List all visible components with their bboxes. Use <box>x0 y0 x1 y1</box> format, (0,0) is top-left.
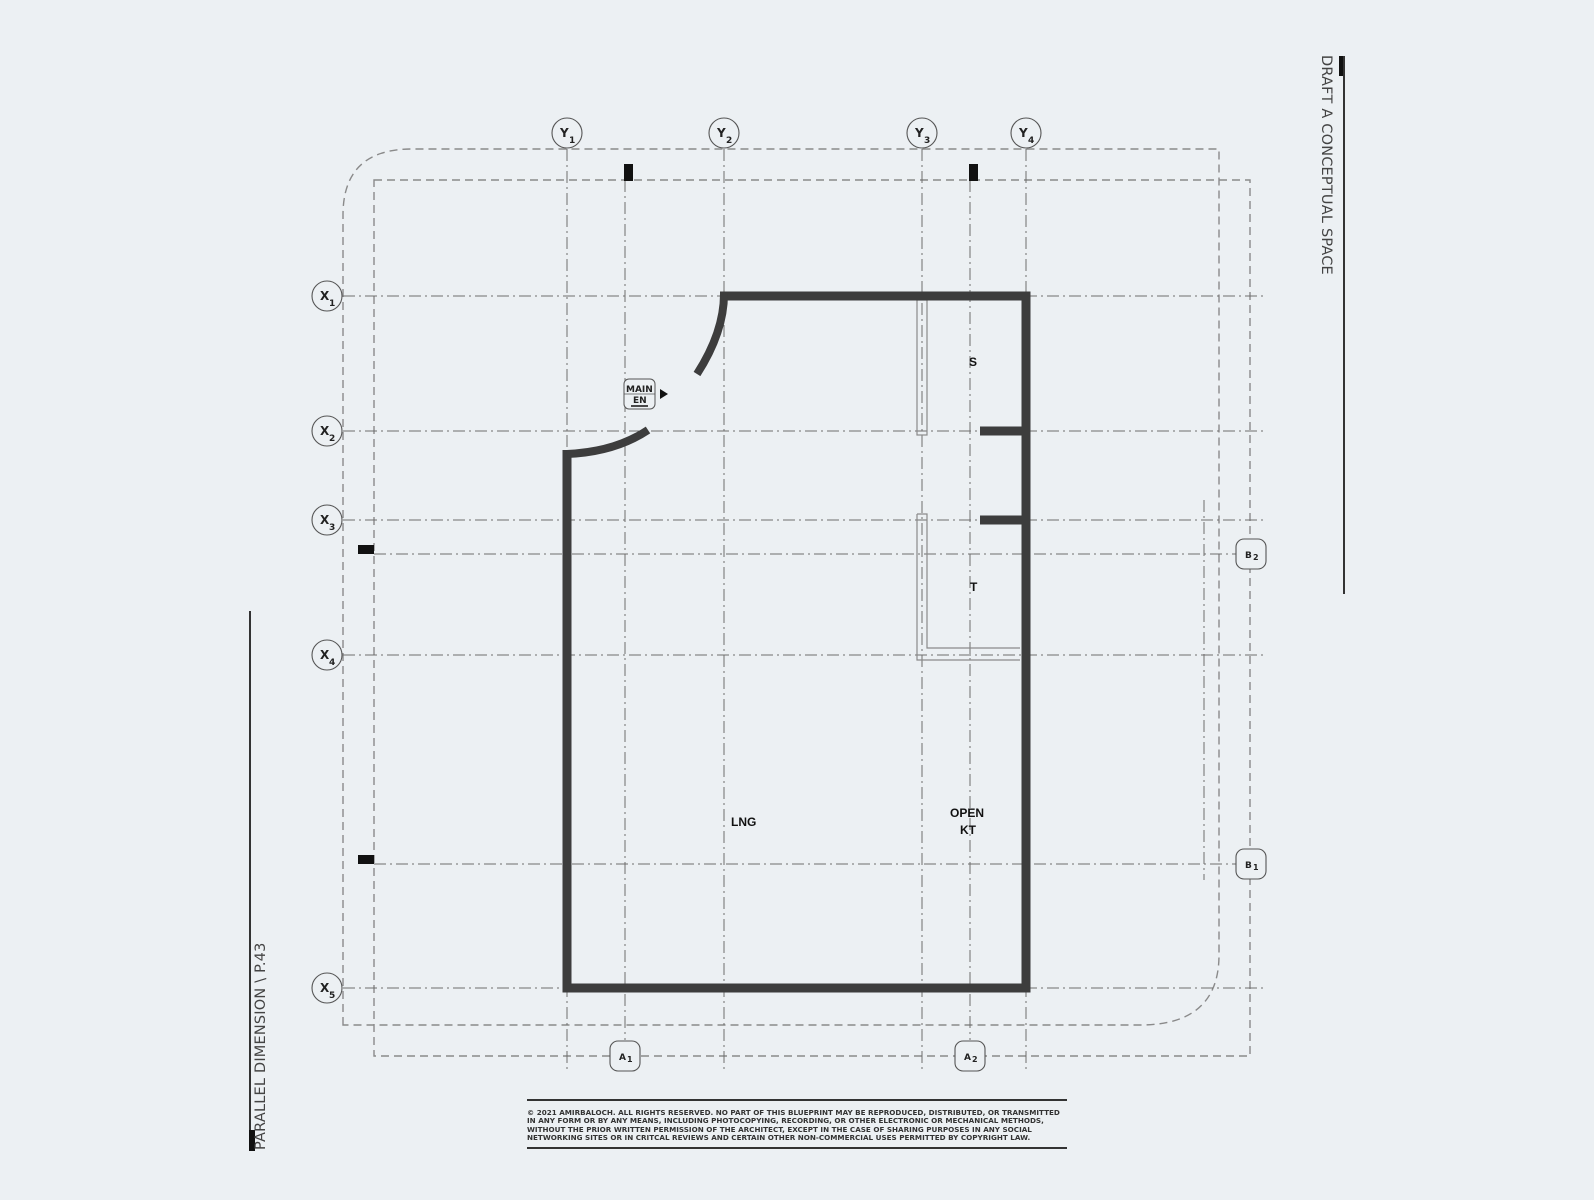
grid-bubble-x4: X 4 <box>311 639 343 671</box>
room-labels: S T LNG OPEN KT <box>731 355 984 837</box>
right-title-marker <box>1339 56 1345 76</box>
svg-text:5: 5 <box>329 991 335 1001</box>
section-marker-a2: A 2 <box>954 1040 986 1072</box>
entrance-arrow-icon <box>660 389 668 399</box>
grid-bubble-x1: X 1 <box>311 280 343 312</box>
svg-text:Y: Y <box>559 126 569 140</box>
x-axis-bubbles: X 1 X 2 X 3 X 4 X 5 <box>311 280 343 1004</box>
svg-text:Y: Y <box>914 126 924 140</box>
section-marker-a1: A 1 <box>609 1040 641 1072</box>
svg-text:1: 1 <box>627 1055 633 1064</box>
section-marker-b1: B 1 <box>1235 848 1267 880</box>
left-vertical-title: PARALLEL DIMENSION \ P.43 <box>253 942 269 1151</box>
copyright-block: © 2021 AMIRBALOCH. ALL RIGHTS RESERVED. … <box>527 1099 1067 1150</box>
grid-bubble-y2: Y 2 <box>708 117 740 149</box>
thin-partitions <box>916 299 1020 661</box>
room-label-lng: LNG <box>731 815 756 829</box>
section-markers-b: B 2 B 1 <box>1235 538 1267 880</box>
svg-text:2: 2 <box>726 136 732 146</box>
svg-text:X: X <box>320 513 330 527</box>
svg-text:3: 3 <box>924 136 930 146</box>
svg-text:Y: Y <box>716 126 726 140</box>
grid-markers <box>358 164 978 864</box>
svg-text:X: X <box>320 648 330 662</box>
left-title-rule <box>249 611 251 1151</box>
grid-bubble-y4: Y 4 <box>1010 117 1042 149</box>
svg-text:2: 2 <box>972 1055 978 1064</box>
entrance-door-arcs <box>566 293 728 458</box>
room-label-s: S <box>969 355 977 369</box>
svg-text:4: 4 <box>1028 136 1034 146</box>
grid-bubble-y3: Y 3 <box>906 117 938 149</box>
main-entrance-tag: MAIN EN <box>623 378 668 410</box>
y-axis-bubbles: Y 1 Y 2 Y 3 Y 4 <box>551 117 1042 149</box>
inner-boundary-rect <box>373 179 1251 1057</box>
section-marker-b2: B 2 <box>1235 538 1267 570</box>
svg-text:B: B <box>1245 861 1252 871</box>
svg-text:B: B <box>1245 551 1252 561</box>
left-title-marker <box>249 1130 255 1151</box>
svg-text:X: X <box>320 424 330 438</box>
room-label-kt: KT <box>960 823 977 837</box>
svg-text:MAIN: MAIN <box>626 385 653 395</box>
grid-bubble-y1: Y 1 <box>551 117 583 149</box>
copyright-bottom-rule <box>527 1147 1067 1150</box>
copyright-text: © 2021 AMIRBALOCH. ALL RIGHTS RESERVED. … <box>527 1108 1060 1142</box>
room-label-t: T <box>970 580 978 594</box>
grid-bubble-x2: X 2 <box>311 415 343 447</box>
grid-bubble-x3: X 3 <box>311 504 343 536</box>
svg-text:A: A <box>964 1053 971 1063</box>
copyright-top-rule <box>527 1099 1067 1101</box>
grid-bubble-x5: X 5 <box>311 972 343 1004</box>
svg-text:2: 2 <box>1253 553 1259 562</box>
svg-text:X: X <box>320 981 330 995</box>
svg-text:3: 3 <box>329 523 335 533</box>
outer-boundary-rounded <box>342 148 1220 1026</box>
svg-text:Y: Y <box>1018 126 1028 140</box>
right-vertical-title: DRAFT A CONCEPTUAL SPACE <box>1318 55 1334 275</box>
svg-text:1: 1 <box>329 299 335 309</box>
svg-text:2: 2 <box>329 434 335 444</box>
room-label-open: OPEN <box>950 806 984 820</box>
section-markers-a: A 1 A 2 <box>609 1040 986 1072</box>
svg-text:4: 4 <box>329 658 335 668</box>
right-title-rule <box>1343 56 1345 594</box>
horizontal-grid-lines <box>343 295 1267 989</box>
svg-text:A: A <box>619 1053 626 1063</box>
exterior-walls <box>562 291 1031 993</box>
svg-text:X: X <box>320 289 330 303</box>
svg-text:EN: EN <box>633 396 647 406</box>
svg-text:1: 1 <box>1253 863 1259 872</box>
svg-text:1: 1 <box>569 136 575 146</box>
vertical-grid-lines <box>566 149 1205 1072</box>
